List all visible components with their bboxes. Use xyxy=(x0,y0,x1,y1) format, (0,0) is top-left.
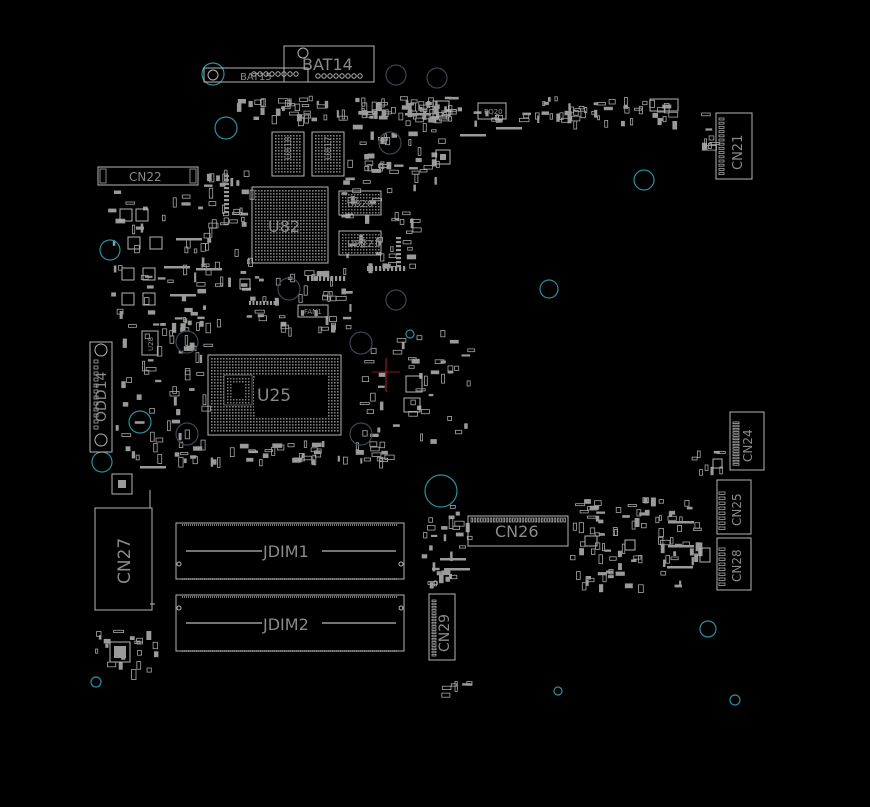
odd14-label: ODD14 xyxy=(94,372,110,422)
u822-label: U822 xyxy=(347,239,373,250)
bat15-label: BAT15 xyxy=(240,72,272,83)
u820-chip: U820 xyxy=(338,190,382,216)
cn21-connector: CN21 xyxy=(715,112,753,180)
cn25-connector: CN25 xyxy=(716,479,752,535)
pq20-label: PQ20 xyxy=(484,108,503,116)
cn26-connector: CN26 xyxy=(467,515,569,547)
u817-label: U817 xyxy=(324,136,334,160)
jdim1-slot: JDIM1 xyxy=(175,522,405,580)
mounting-holes xyxy=(90,62,741,706)
bat14-connector: BAT14 xyxy=(283,45,375,83)
jdim2-slot: JDIM2 xyxy=(175,594,405,652)
u818-chip: U818 xyxy=(271,131,305,177)
cn25-label: CN25 xyxy=(730,493,744,526)
cn24-label: CN24 xyxy=(741,429,755,462)
cn28-connector: CN28 xyxy=(716,537,752,591)
cn22-label: CN22 xyxy=(129,170,162,184)
pq20-component: PQ20 xyxy=(477,102,507,120)
cn22-connector: CN22 xyxy=(97,166,199,186)
cn29-connector: CN29 xyxy=(428,593,456,661)
cn27-label: CN27 xyxy=(115,538,135,584)
u820-label: U820 xyxy=(347,199,373,210)
cn28-label: CN28 xyxy=(730,549,744,582)
cn24-connector: CN24 xyxy=(729,411,765,471)
bat14-label: BAT14 xyxy=(302,55,353,74)
u25-label: U25 xyxy=(257,386,291,406)
u822-chip: U822 xyxy=(338,230,382,256)
cn21-label: CN21 xyxy=(731,135,746,170)
u817-chip: U817 xyxy=(311,131,345,177)
u28-label: U28 xyxy=(147,337,155,351)
u82-label: U82 xyxy=(268,217,300,236)
odd14-connector: ODD14 xyxy=(89,341,113,453)
qfn-chips xyxy=(109,98,723,663)
fan1-label: FAN1 xyxy=(304,308,322,316)
jdim1-label: JDIM1 xyxy=(262,542,309,561)
cn29-label: CN29 xyxy=(437,614,453,652)
u28-chip: U28 xyxy=(141,330,159,356)
fan1-connector: FAN1 xyxy=(297,304,329,318)
cn27-connector: CN27 xyxy=(94,490,155,611)
jdim2-label: JDIM2 xyxy=(262,615,309,634)
u82-chip: U82 xyxy=(251,186,329,264)
bat15-connector: BAT15 xyxy=(203,67,309,83)
u25-processor: U25 xyxy=(207,354,342,436)
u818-label: U818 xyxy=(284,136,294,160)
cn26-label: CN26 xyxy=(495,522,539,541)
red-marker xyxy=(372,358,400,392)
